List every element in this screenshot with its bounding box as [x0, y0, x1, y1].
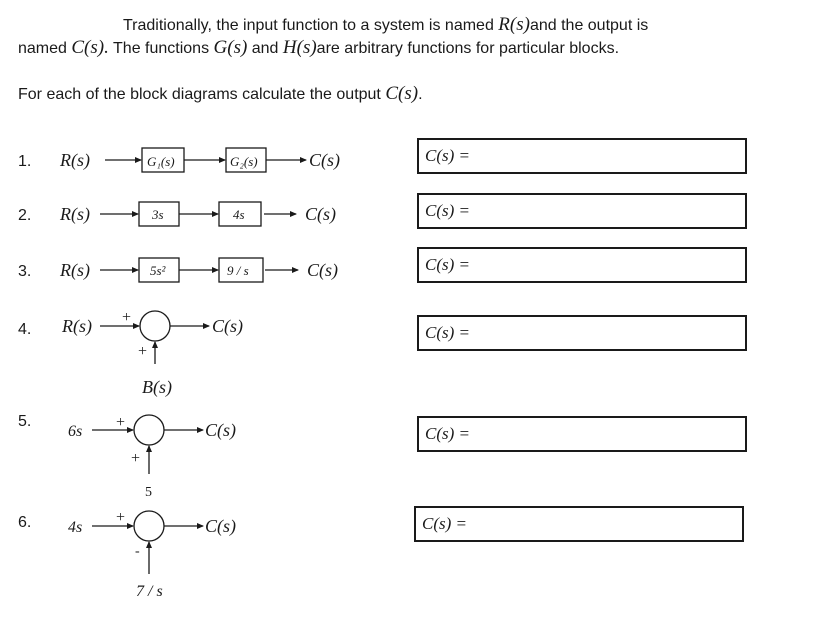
intro-line2-and: and [247, 40, 283, 57]
diagram-6-sign-top: + [116, 509, 125, 526]
diagram-5 [92, 414, 204, 474]
answer-box-3[interactable]: C(s) = [417, 247, 747, 283]
answer-box-2[interactable]: C(s) = [417, 193, 747, 229]
problem-3-number: 3. [18, 263, 31, 280]
answer-box-4[interactable]: C(s) = [417, 315, 747, 351]
diagram-3-block-2-label: 9 / s [227, 263, 249, 278]
diagram-1-input-label: R(s) [59, 150, 90, 171]
diagram-3 [100, 257, 299, 283]
diagram-2-block-2-label: 4s [233, 207, 245, 222]
diagram-4 [100, 310, 210, 364]
diagram-4-sign-top: + [122, 309, 131, 326]
diagram-2-input-label: R(s) [59, 204, 90, 225]
diagram-6-input-label: 4s [68, 519, 82, 536]
answer-5-label: C(s) = [425, 424, 470, 443]
diagram-2 [100, 201, 297, 227]
problem-4-number: 4. [18, 321, 31, 338]
diagram-1 [105, 147, 307, 173]
intro-line2-tail: are arbitrary functions for particular b… [316, 40, 620, 57]
diagram-2-block-2 [218, 201, 262, 227]
diagram-4-second-input-label: B(s) [142, 377, 172, 398]
task-dot: . [418, 86, 423, 103]
problem-1-number: 1. [18, 153, 31, 170]
diagram-4-sign-bottom: + [138, 343, 147, 360]
diagram-5-summing-junction [133, 414, 165, 446]
diagram-3-block-2 [218, 257, 264, 283]
problem-6-number: 6. [18, 514, 31, 531]
diagram-2-output-label: C(s) [305, 204, 336, 225]
intro-line2-functions: The functions [108, 40, 214, 57]
intro-c-symbol: C(s). [71, 37, 109, 58]
task-text: For each of the block diagrams calculate… [18, 86, 386, 103]
diagram-3-input-label: R(s) [59, 260, 90, 281]
diagram-4-input-label: R(s) [61, 316, 92, 337]
diagram-1-block-2-label: G₂(s) [230, 154, 258, 169]
intro-g-symbol: G(s) [213, 37, 248, 58]
answer-box-5[interactable]: C(s) = [417, 416, 747, 452]
diagram-6 [92, 510, 204, 574]
answer-box-6[interactable]: C(s) = [414, 506, 744, 542]
intro-line-2: named C(s). The functions G(s) and H(s)a… [18, 38, 619, 59]
problem-5-number: 5. [18, 413, 31, 430]
diagram-5-sign-bottom: + [131, 450, 140, 467]
diagram-1-output-label: C(s) [309, 150, 340, 171]
diagram-6-output-label: C(s) [205, 516, 236, 537]
problem-2-number: 2. [18, 207, 31, 224]
intro-line1-tail: and the output is [529, 17, 649, 34]
answer-6-label: C(s) = [422, 514, 467, 533]
intro-h-symbol: H(s) [282, 37, 317, 58]
diagram-5-output-label: C(s) [205, 420, 236, 441]
intro-line-1: Traditionally, the input function to a s… [123, 15, 648, 36]
diagram-5-second-input-label: 5 [145, 485, 152, 500]
diagram-4-summing-junction [139, 310, 171, 342]
task-c-symbol: C(s) [385, 83, 419, 104]
diagram-6-summing-junction [133, 510, 165, 542]
intro-r-symbol: R(s) [498, 14, 530, 35]
diagram-3-output-label: C(s) [307, 260, 338, 281]
answer-2-label: C(s) = [425, 201, 470, 220]
answer-box-1[interactable]: C(s) = [417, 138, 747, 174]
answer-4-label: C(s) = [425, 323, 470, 342]
diagram-4-output-label: C(s) [212, 316, 243, 337]
diagram-2-block-1-label: 3s [151, 207, 164, 222]
answer-1-label: C(s) = [425, 146, 470, 165]
diagram-5-sign-top: + [116, 414, 125, 431]
answer-3-label: C(s) = [425, 255, 470, 274]
task-instruction: For each of the block diagrams calculate… [18, 84, 423, 105]
intro-line2-text: named [18, 40, 72, 57]
diagram-5-input-label: 6s [68, 423, 82, 440]
diagram-1-block-1-label: G₁(s) [147, 154, 175, 169]
diagram-6-sign-bottom: - [135, 544, 140, 559]
diagram-3-block-1-label: 5s² [150, 263, 167, 278]
diagram-6-second-input-label: 7 / s [136, 583, 163, 600]
intro-line1-text: Traditionally, the input function to a s… [123, 17, 499, 34]
